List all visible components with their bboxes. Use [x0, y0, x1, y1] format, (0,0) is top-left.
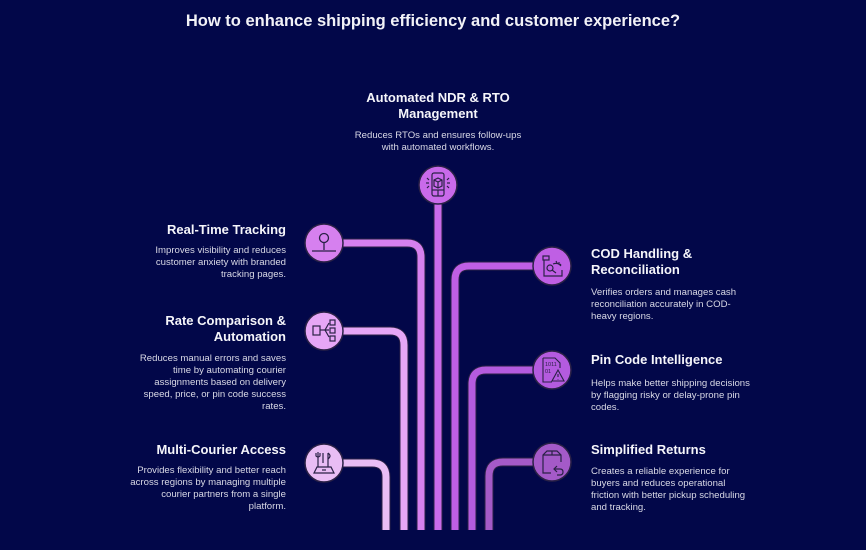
item-real-time-tracking: Real-Time Tracking Improves visibility a… — [138, 222, 286, 281]
node-pin-code: 1011 01 — [532, 350, 572, 390]
item-description: Provides flexibility and better reach ac… — [130, 465, 286, 512]
item-rate-comparison: Rate Comparison & Automation Reduces man… — [128, 313, 286, 413]
item-description: Reduces manual errors and saves time by … — [139, 353, 286, 412]
item-description: Reduces RTOs and ensures follow-ups with… — [354, 130, 522, 153]
line-returns — [485, 458, 546, 530]
item-multi-courier: Multi-Courier Access Provides flexibilit… — [124, 442, 286, 513]
node-cod-handling — [532, 246, 572, 286]
line-cod-handling — [451, 262, 546, 530]
item-title: Simplified Returns — [591, 442, 706, 457]
item-description: Verifies orders and manages cash reconci… — [591, 287, 737, 322]
page-title: How to enhance shipping efficiency and c… — [185, 12, 681, 30]
location-pin-icon — [312, 232, 336, 252]
node-rate-comparison — [304, 311, 344, 351]
item-title: Real-Time Tracking — [167, 222, 286, 237]
line-pin-code — [468, 366, 546, 530]
node-returns — [532, 442, 572, 482]
item-title: Automated NDR & RTO Management — [366, 90, 510, 121]
mobile-package-icon — [426, 172, 450, 197]
item-title: COD Handling & Reconciliation — [591, 246, 693, 277]
item-returns: Simplified Returns Creates a reliable ex… — [591, 442, 747, 514]
item-description: Creates a reliable experience for buyers… — [591, 466, 746, 513]
router-icon — [313, 452, 335, 474]
item-cod-handling: COD Handling & Reconciliation Verifies o… — [591, 246, 751, 323]
item-title: Multi-Courier Access — [156, 442, 286, 457]
svg-text:01: 01 — [545, 369, 551, 375]
line-real-time-tracking — [330, 239, 425, 530]
item-title: Rate Comparison & Automation — [165, 313, 286, 344]
data-warning-icon: 1011 01 — [542, 357, 565, 383]
item-description: Helps make better shipping decisions by … — [591, 378, 750, 413]
item-description: Improves visibility and reduces customer… — [155, 245, 286, 280]
item-pin-code: Pin Code Intelligence Helps make better … — [591, 352, 755, 414]
line-multi-courier — [330, 459, 390, 530]
svg-text:1011: 1011 — [545, 362, 557, 368]
node-ndr-rto — [418, 165, 458, 205]
package-return-icon — [542, 450, 564, 476]
node-real-time-tracking — [304, 223, 344, 263]
item-ndr-rto: Automated NDR & RTO Management Reduces R… — [350, 90, 526, 154]
connector-lines — [330, 200, 546, 530]
cash-register-icon — [542, 255, 563, 277]
line-rate-comparison — [330, 327, 408, 530]
flow-distribution-icon — [312, 319, 336, 342]
item-title: Pin Code Intelligence — [591, 352, 723, 367]
node-multi-courier — [304, 443, 344, 483]
